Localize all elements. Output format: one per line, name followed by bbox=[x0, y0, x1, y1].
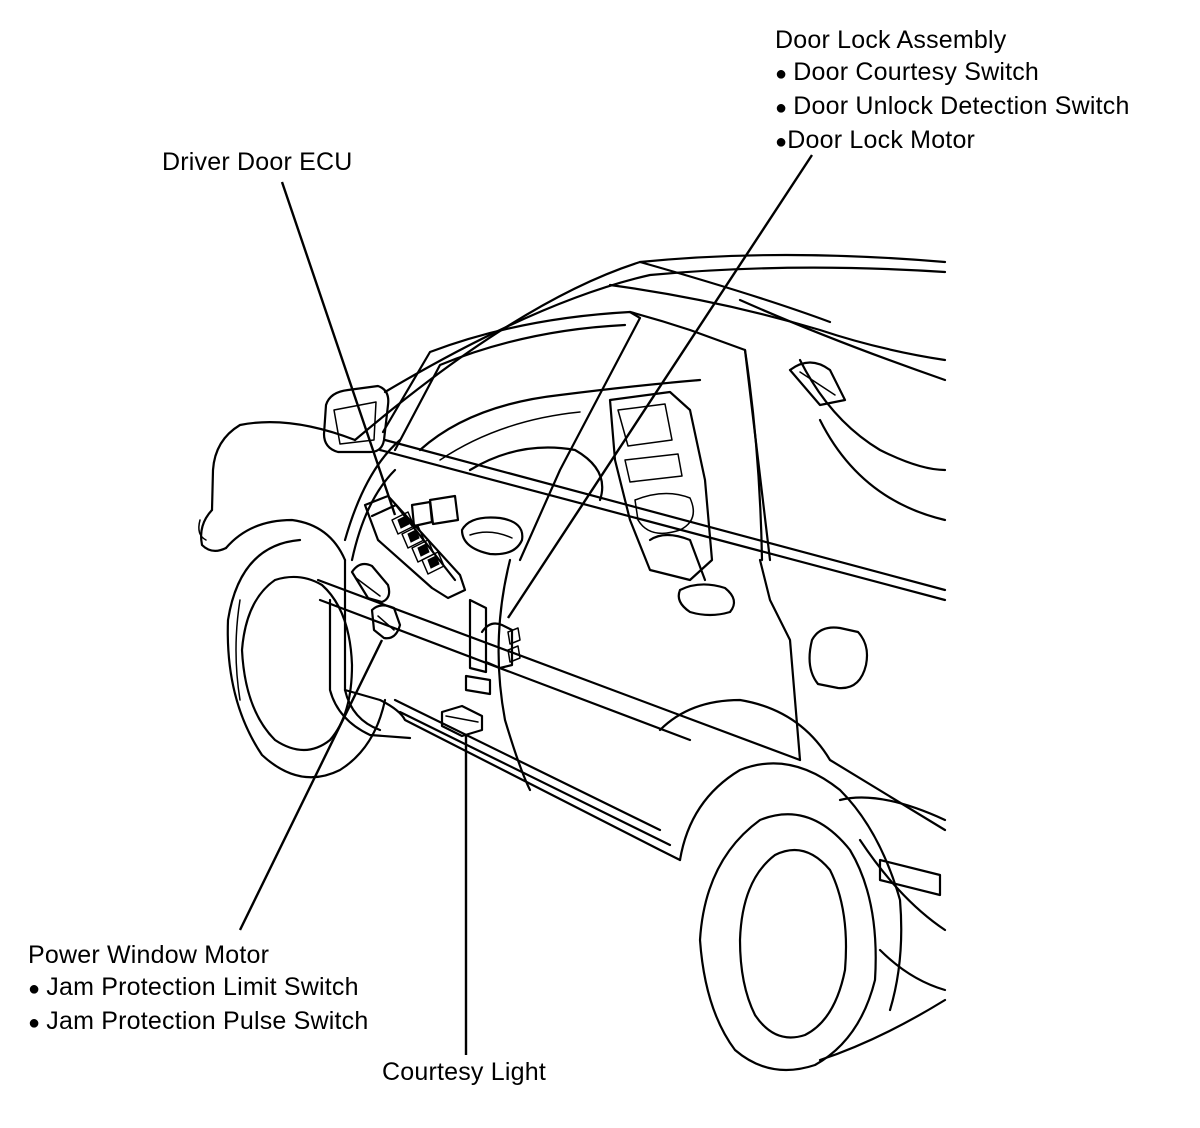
label-courtesy-light: Courtesy Light bbox=[382, 1056, 546, 1088]
courtesy-light-title: Courtesy Light bbox=[382, 1058, 546, 1086]
driver-door-ecu-title: Driver Door ECU bbox=[162, 148, 353, 176]
power-window-motor-title: Power Window Motor bbox=[28, 941, 270, 969]
door-lock-motor-item: ●Door Lock Motor bbox=[775, 126, 976, 154]
door-panel bbox=[316, 438, 802, 862]
bullet-icon: ● bbox=[28, 978, 41, 1000]
switch-panel bbox=[363, 494, 467, 600]
door-lock-assembly-title: Door Lock Assembly bbox=[775, 26, 1007, 54]
interior bbox=[410, 358, 947, 617]
door-lock bbox=[464, 598, 521, 696]
jam-protection-pulse-switch-item: ●Jam Protection Pulse Switch bbox=[28, 1007, 369, 1035]
label-driver-door-ecu: Driver Door ECU bbox=[162, 146, 353, 178]
bullet-icon: ● bbox=[775, 131, 788, 153]
door-unlock-detection-switch-item: ●Door Unlock Detection Switch bbox=[775, 92, 1130, 120]
door-courtesy-switch-item: ●Door Courtesy Switch bbox=[775, 58, 1040, 86]
courtesy-lamp bbox=[440, 704, 484, 738]
bullet-icon: ● bbox=[775, 63, 788, 85]
label-door-lock-assembly: Door Lock Assembly ●Door Courtesy Switch… bbox=[775, 24, 1130, 158]
leader-power-window-motor bbox=[238, 639, 384, 931]
roof-outline bbox=[353, 253, 947, 442]
bullet-icon: ● bbox=[775, 97, 788, 119]
front-wheel bbox=[226, 538, 412, 779]
window-motor bbox=[350, 562, 402, 640]
side-mirror bbox=[322, 384, 390, 454]
rear-body bbox=[658, 558, 947, 1072]
leader-lines bbox=[238, 154, 814, 1055]
jam-protection-limit-switch-item: ●Jam Protection Limit Switch bbox=[28, 973, 359, 1001]
leader-door-lock-assembly bbox=[506, 154, 814, 619]
bullet-icon: ● bbox=[28, 1012, 41, 1034]
leader-driver-door-ecu bbox=[280, 181, 397, 516]
label-power-window-motor: Power Window Motor ●Jam Protection Limit… bbox=[28, 939, 368, 1039]
